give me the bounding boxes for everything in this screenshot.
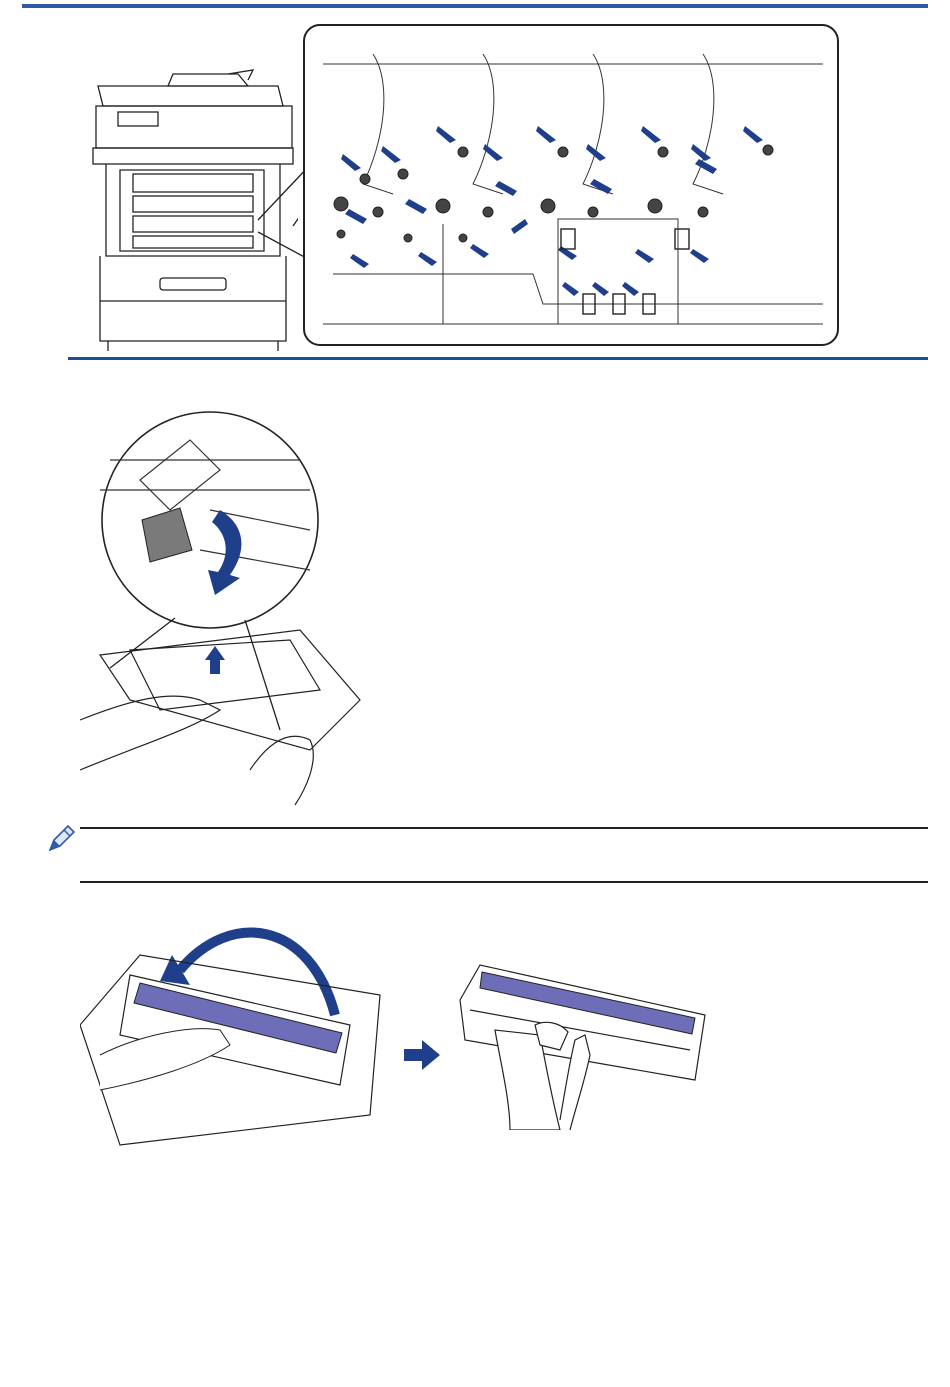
drum-lever-figure bbox=[70, 400, 380, 810]
drum-inspect-figure bbox=[450, 960, 715, 1130]
next-step-arrow-icon bbox=[404, 1040, 440, 1070]
note-bottom-rule bbox=[80, 881, 928, 883]
top-rule bbox=[22, 4, 928, 8]
drum-rotate-figure bbox=[80, 915, 390, 1155]
note-top-rule bbox=[80, 827, 928, 829]
cleaning-points-callout bbox=[303, 24, 839, 346]
pencil-note-icon bbox=[44, 822, 78, 856]
section-rule bbox=[68, 357, 928, 360]
